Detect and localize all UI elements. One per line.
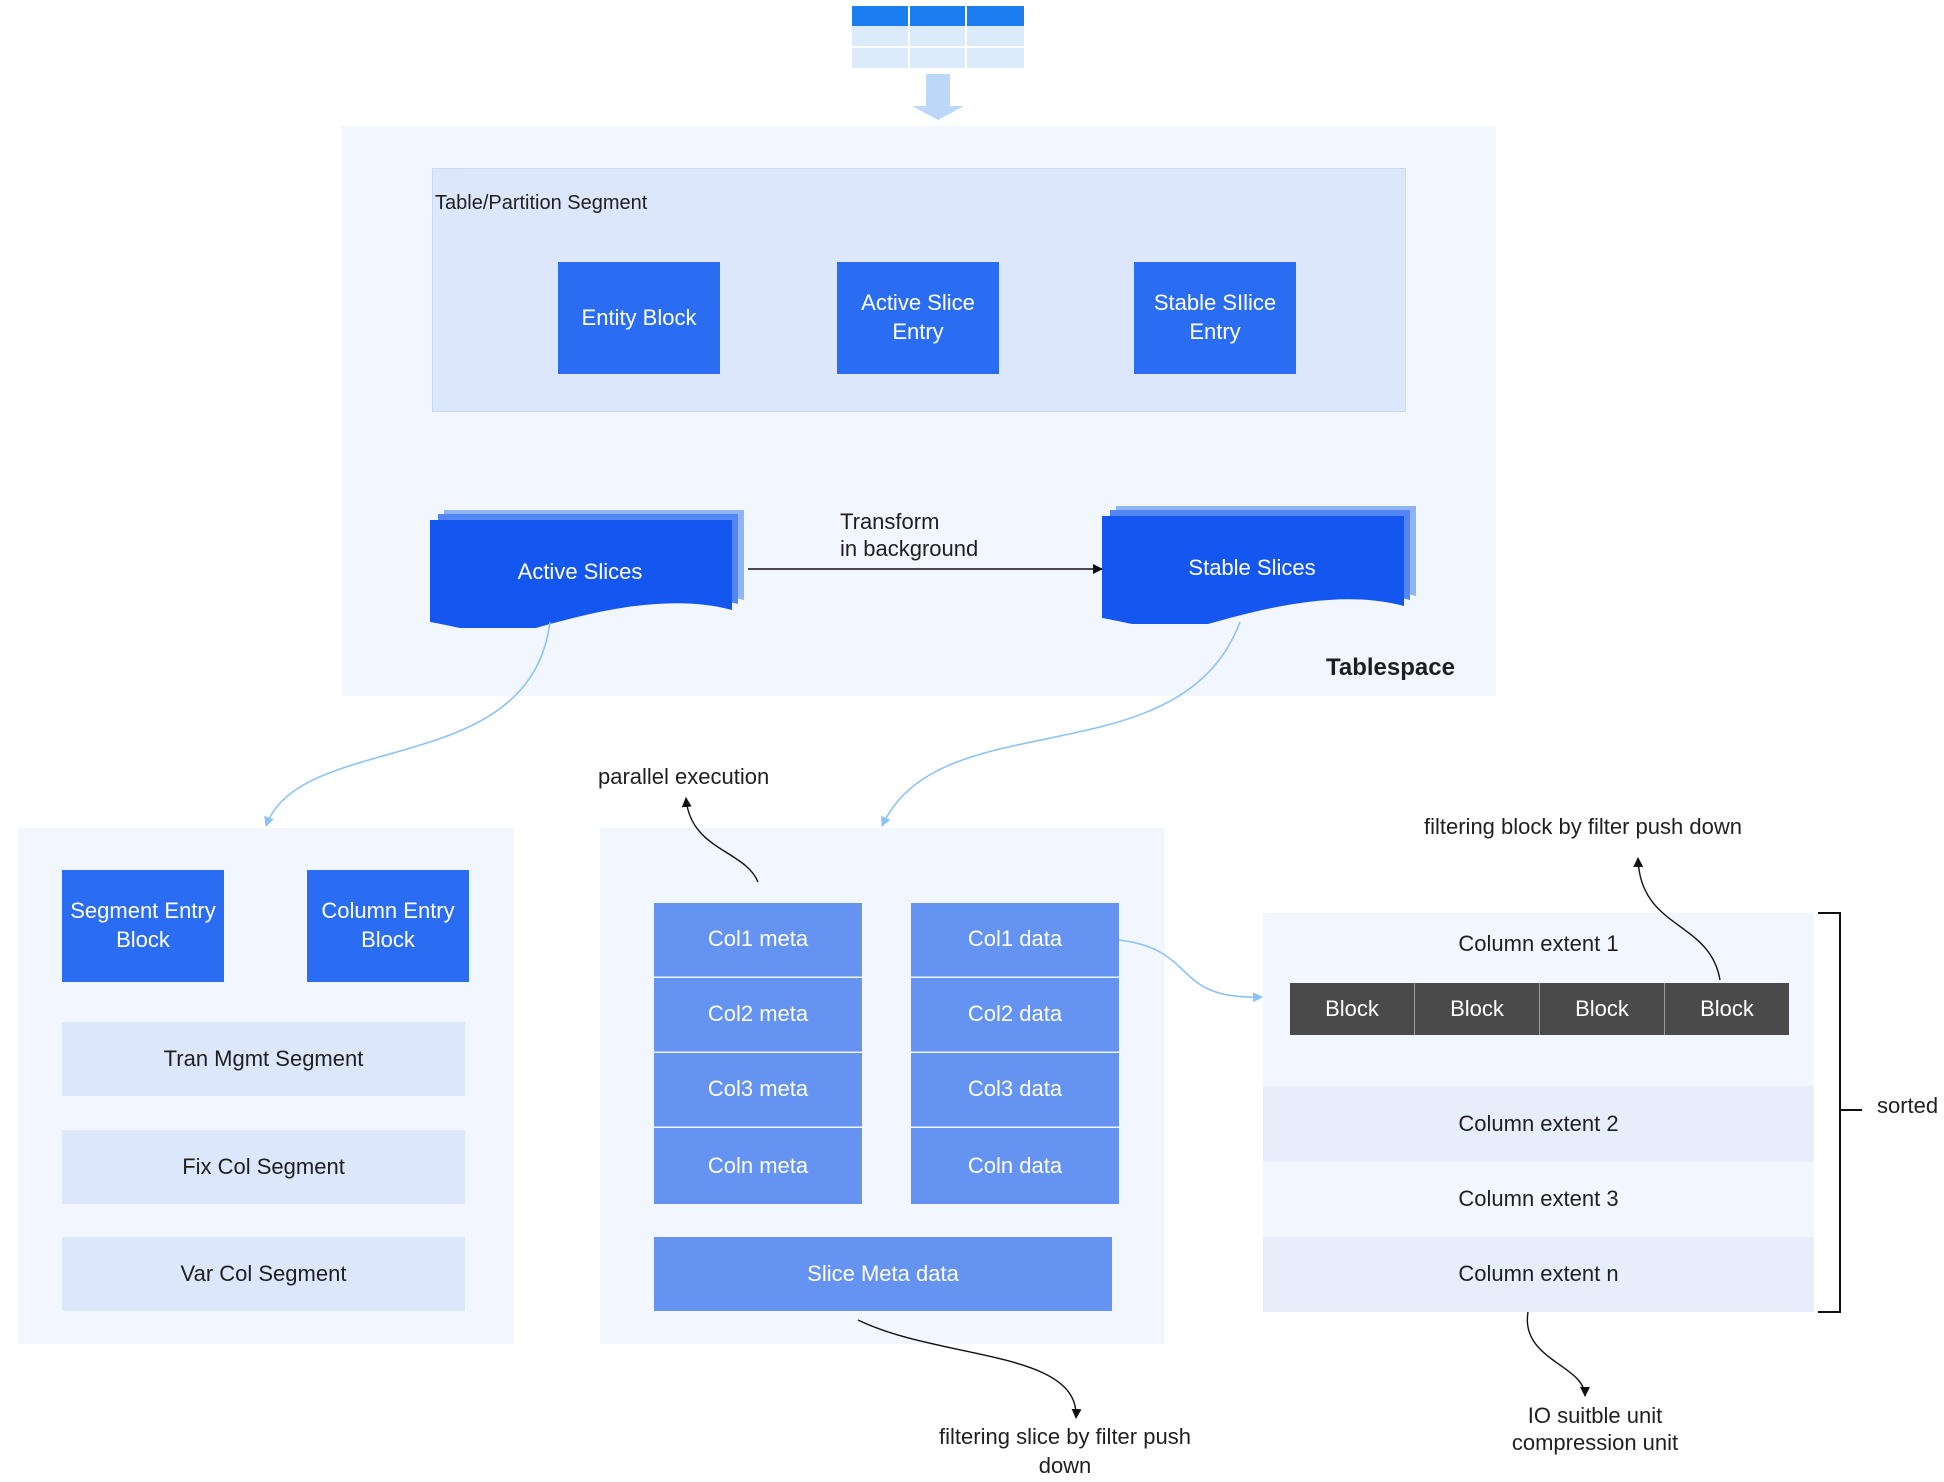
filtering-slice-arrow (857, 1319, 1082, 1419)
io-unit-arrow (1526, 1311, 1590, 1397)
segment-entry-block: Segment Entry Block (62, 870, 224, 982)
active-to-left-connector (264, 621, 551, 827)
io-suitable-unit-label: IO suitble unit (1527, 1402, 1663, 1428)
stable-slices-label: Stable Slices (1188, 554, 1316, 580)
col3-meta: Col3 meta (654, 1053, 862, 1127)
col3-data: Col3 data (911, 1053, 1119, 1127)
column-extent-1-label: Column extent 1 (1458, 930, 1619, 956)
filtering-block-label: filtering block by filter push down (1424, 814, 1742, 839)
column-entry-block: Column Entry Block (307, 870, 469, 982)
tran-mgmt-segment: Tran Mgmt Segment (62, 1022, 465, 1096)
block-3: Block (1540, 983, 1665, 1035)
stable-to-middle-connector (881, 621, 1241, 827)
slice-meta-data: Slice Meta data (654, 1237, 1112, 1311)
active-slices-shape (428, 508, 748, 632)
coln-data: Coln data (911, 1128, 1119, 1204)
col1-data: Col1 data (911, 903, 1119, 977)
arrow-down-icon (912, 74, 964, 120)
active-slices-label: Active Slices (517, 558, 643, 584)
parallel-execution-label: parallel execution (598, 764, 770, 789)
column-extent-3: Column extent 3 (1263, 1162, 1814, 1237)
sorted-label: sorted (1877, 1093, 1939, 1118)
transform-label-line1: Transform (840, 509, 940, 534)
col2-meta: Col2 meta (654, 978, 862, 1052)
stable-slices-shape (1100, 504, 1420, 628)
table-icon (852, 6, 1024, 68)
sorted-bracket (1818, 912, 1841, 1313)
compression-unit-label: compression unit (1511, 1429, 1679, 1455)
parallel-execution-arrow (681, 797, 759, 883)
col1-meta: Col1 meta (654, 903, 862, 977)
entity-block: Entity Block (558, 262, 720, 374)
stable-slice-entry: Stable SIlice Entry (1134, 262, 1296, 374)
block-4: Block (1665, 983, 1789, 1035)
tablespace-label: Tablespace (1326, 654, 1455, 681)
segment-title: Table/Partition Segment (435, 192, 648, 214)
column-extent-2: Column extent 2 (1263, 1086, 1814, 1162)
col-data-to-extent-connector (1118, 939, 1263, 1003)
block-2: Block (1415, 983, 1540, 1035)
column-extent-n: Column extent n (1263, 1237, 1814, 1312)
transform-label-line2: in background (840, 536, 979, 561)
filtering-block-arrow (1633, 857, 1721, 981)
var-col-segment: Var Col Segment (62, 1237, 465, 1311)
fix-col-segment: Fix Col Segment (62, 1130, 465, 1204)
filtering-slice-label: filtering slice by filter push down (939, 1424, 1191, 1478)
coln-meta: Coln meta (654, 1128, 862, 1204)
col2-data: Col2 data (911, 978, 1119, 1052)
active-slice-entry: Active Slice Entry (837, 262, 999, 374)
block-1: Block (1290, 983, 1415, 1035)
